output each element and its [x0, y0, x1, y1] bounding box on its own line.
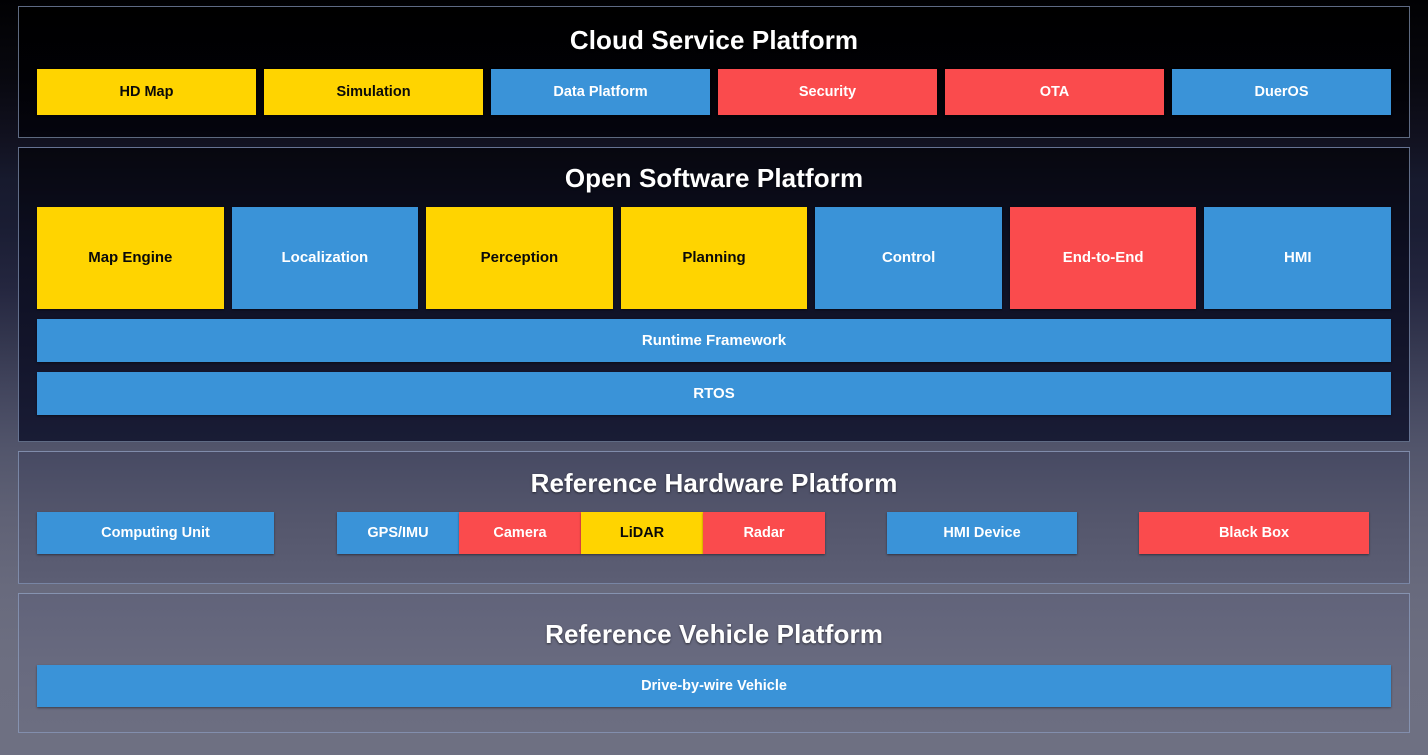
module-control[interactable]: Control: [815, 207, 1002, 309]
module-map-engine[interactable]: Map Engine: [37, 207, 224, 309]
module-black-box[interactable]: Black Box: [1139, 512, 1369, 554]
module-security[interactable]: Security: [718, 69, 937, 115]
module-drive-by-wire-vehicle[interactable]: Drive-by-wire Vehicle: [37, 665, 1391, 707]
layer-title-hardware: Reference Hardware Platform: [530, 468, 898, 498]
module-dueros[interactable]: DuerOS: [1172, 69, 1391, 115]
module-perception[interactable]: Perception: [426, 207, 613, 309]
layer-open-software-platform: Open Software Platform Map Engine Locali…: [18, 147, 1410, 442]
hardware-module-row: Computing Unit GPS/IMU Camera LiDAR Rada…: [37, 512, 1391, 554]
cloud-module-row: HD Map Simulation Data Platform Security…: [37, 69, 1391, 115]
layer-title-cloud: Cloud Service Platform: [569, 25, 859, 55]
layer-title-vehicle: Reference Vehicle Platform: [545, 619, 883, 649]
module-radar[interactable]: Radar: [703, 512, 825, 554]
module-end-to-end[interactable]: End-to-End: [1009, 207, 1197, 309]
module-hd-map[interactable]: HD Map: [37, 69, 256, 115]
module-ota[interactable]: OTA: [945, 69, 1164, 115]
layer-cloud-service-platform: Cloud Service Platform HD Map Simulation…: [18, 6, 1410, 138]
module-data-platform[interactable]: Data Platform: [491, 69, 710, 115]
hardware-row-spacer-a: [274, 512, 337, 554]
layer-reference-vehicle-platform: Reference Vehicle Platform Drive-by-wire…: [18, 593, 1410, 733]
layer-reference-hardware-platform: Reference Hardware Platform Computing Un…: [18, 451, 1410, 584]
module-gps-imu[interactable]: GPS/IMU: [337, 512, 459, 554]
module-simulation[interactable]: Simulation: [264, 69, 483, 115]
hardware-row-spacer-b: [825, 512, 887, 554]
module-runtime-framework[interactable]: Runtime Framework: [37, 319, 1391, 362]
module-lidar[interactable]: LiDAR: [581, 512, 703, 554]
software-module-row: Map Engine Localization Perception Plann…: [37, 207, 1392, 309]
module-planning[interactable]: Planning: [620, 207, 808, 309]
module-camera[interactable]: Camera: [459, 512, 581, 554]
layer-title-software: Open Software Platform: [564, 163, 864, 193]
module-computing-unit[interactable]: Computing Unit: [37, 512, 274, 554]
hardware-row-spacer-c: [1077, 512, 1139, 554]
module-localization[interactable]: Localization: [231, 207, 419, 309]
module-rtos[interactable]: RTOS: [37, 372, 1391, 415]
module-hmi[interactable]: HMI: [1204, 207, 1392, 309]
module-hmi-device[interactable]: HMI Device: [887, 512, 1077, 554]
